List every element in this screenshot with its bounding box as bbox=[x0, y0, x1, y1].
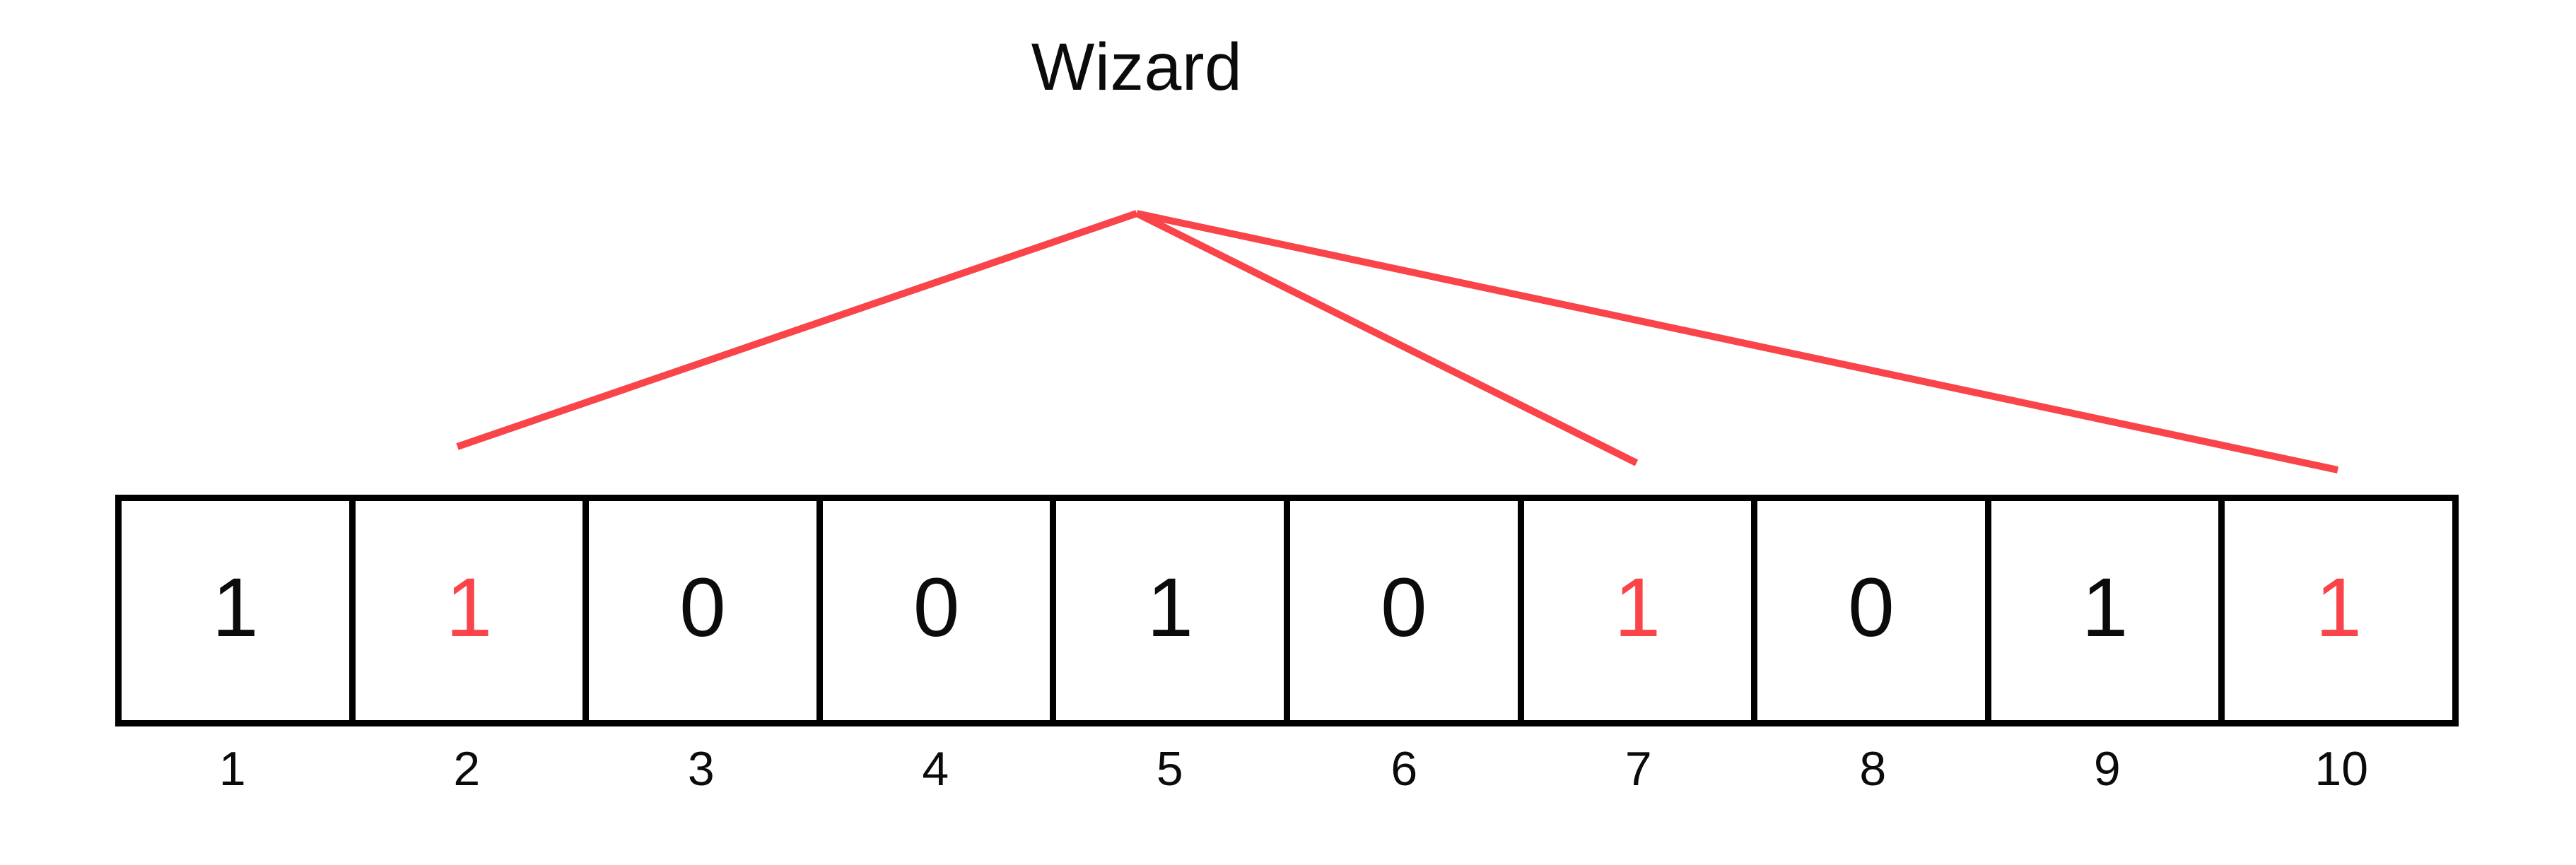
bit-value: 0 bbox=[1380, 561, 1427, 654]
bit-cell-3[interactable]: 0 bbox=[589, 501, 823, 720]
bit-cell-8[interactable]: 0 bbox=[1757, 501, 1991, 720]
bit-value: 1 bbox=[1614, 561, 1661, 654]
bit-value: 0 bbox=[913, 561, 960, 654]
hash-arrow-to-7 bbox=[1135, 210, 1639, 466]
bit-cell-2[interactable]: 1 bbox=[355, 501, 590, 720]
bit-value: 1 bbox=[2315, 561, 2362, 654]
bit-cell-4[interactable]: 0 bbox=[822, 501, 1057, 720]
hash-arrow-to-10 bbox=[1135, 210, 2339, 473]
hash-arrow-to-2 bbox=[456, 210, 1138, 450]
index-label-5: 5 bbox=[1156, 742, 1183, 796]
bit-cell-9[interactable]: 1 bbox=[1991, 501, 2225, 720]
bit-value: 1 bbox=[2081, 561, 2129, 654]
index-label-4: 4 bbox=[922, 742, 949, 796]
index-label-9: 9 bbox=[2093, 742, 2121, 796]
index-label-6: 6 bbox=[1391, 742, 1418, 796]
bit-value: 1 bbox=[211, 561, 259, 654]
index-label-8: 8 bbox=[1859, 742, 1887, 796]
bit-value: 1 bbox=[445, 561, 493, 654]
index-label-3: 3 bbox=[687, 742, 715, 796]
bit-value: 0 bbox=[1848, 561, 1895, 654]
element-label: Wizard bbox=[1031, 30, 1243, 105]
bit-cell-5[interactable]: 1 bbox=[1056, 501, 1290, 720]
bit-cell-10[interactable]: 1 bbox=[2225, 501, 2452, 720]
index-label-2: 2 bbox=[453, 742, 481, 796]
bit-value: 0 bbox=[679, 561, 726, 654]
bit-array-table: 1 1 0 0 1 0 1 0 1 1 bbox=[115, 495, 2459, 726]
bit-cell-7[interactable]: 1 bbox=[1523, 501, 1758, 720]
bit-array-index-row: 1 2 3 4 5 6 7 8 9 10 bbox=[115, 745, 2459, 793]
bit-value: 1 bbox=[1147, 561, 1193, 654]
index-label-7: 7 bbox=[1624, 742, 1652, 796]
bit-cell-1[interactable]: 1 bbox=[122, 501, 356, 720]
bit-cell-6[interactable]: 0 bbox=[1289, 501, 1524, 720]
index-label-10: 10 bbox=[2314, 742, 2369, 796]
index-label-1: 1 bbox=[218, 742, 246, 796]
